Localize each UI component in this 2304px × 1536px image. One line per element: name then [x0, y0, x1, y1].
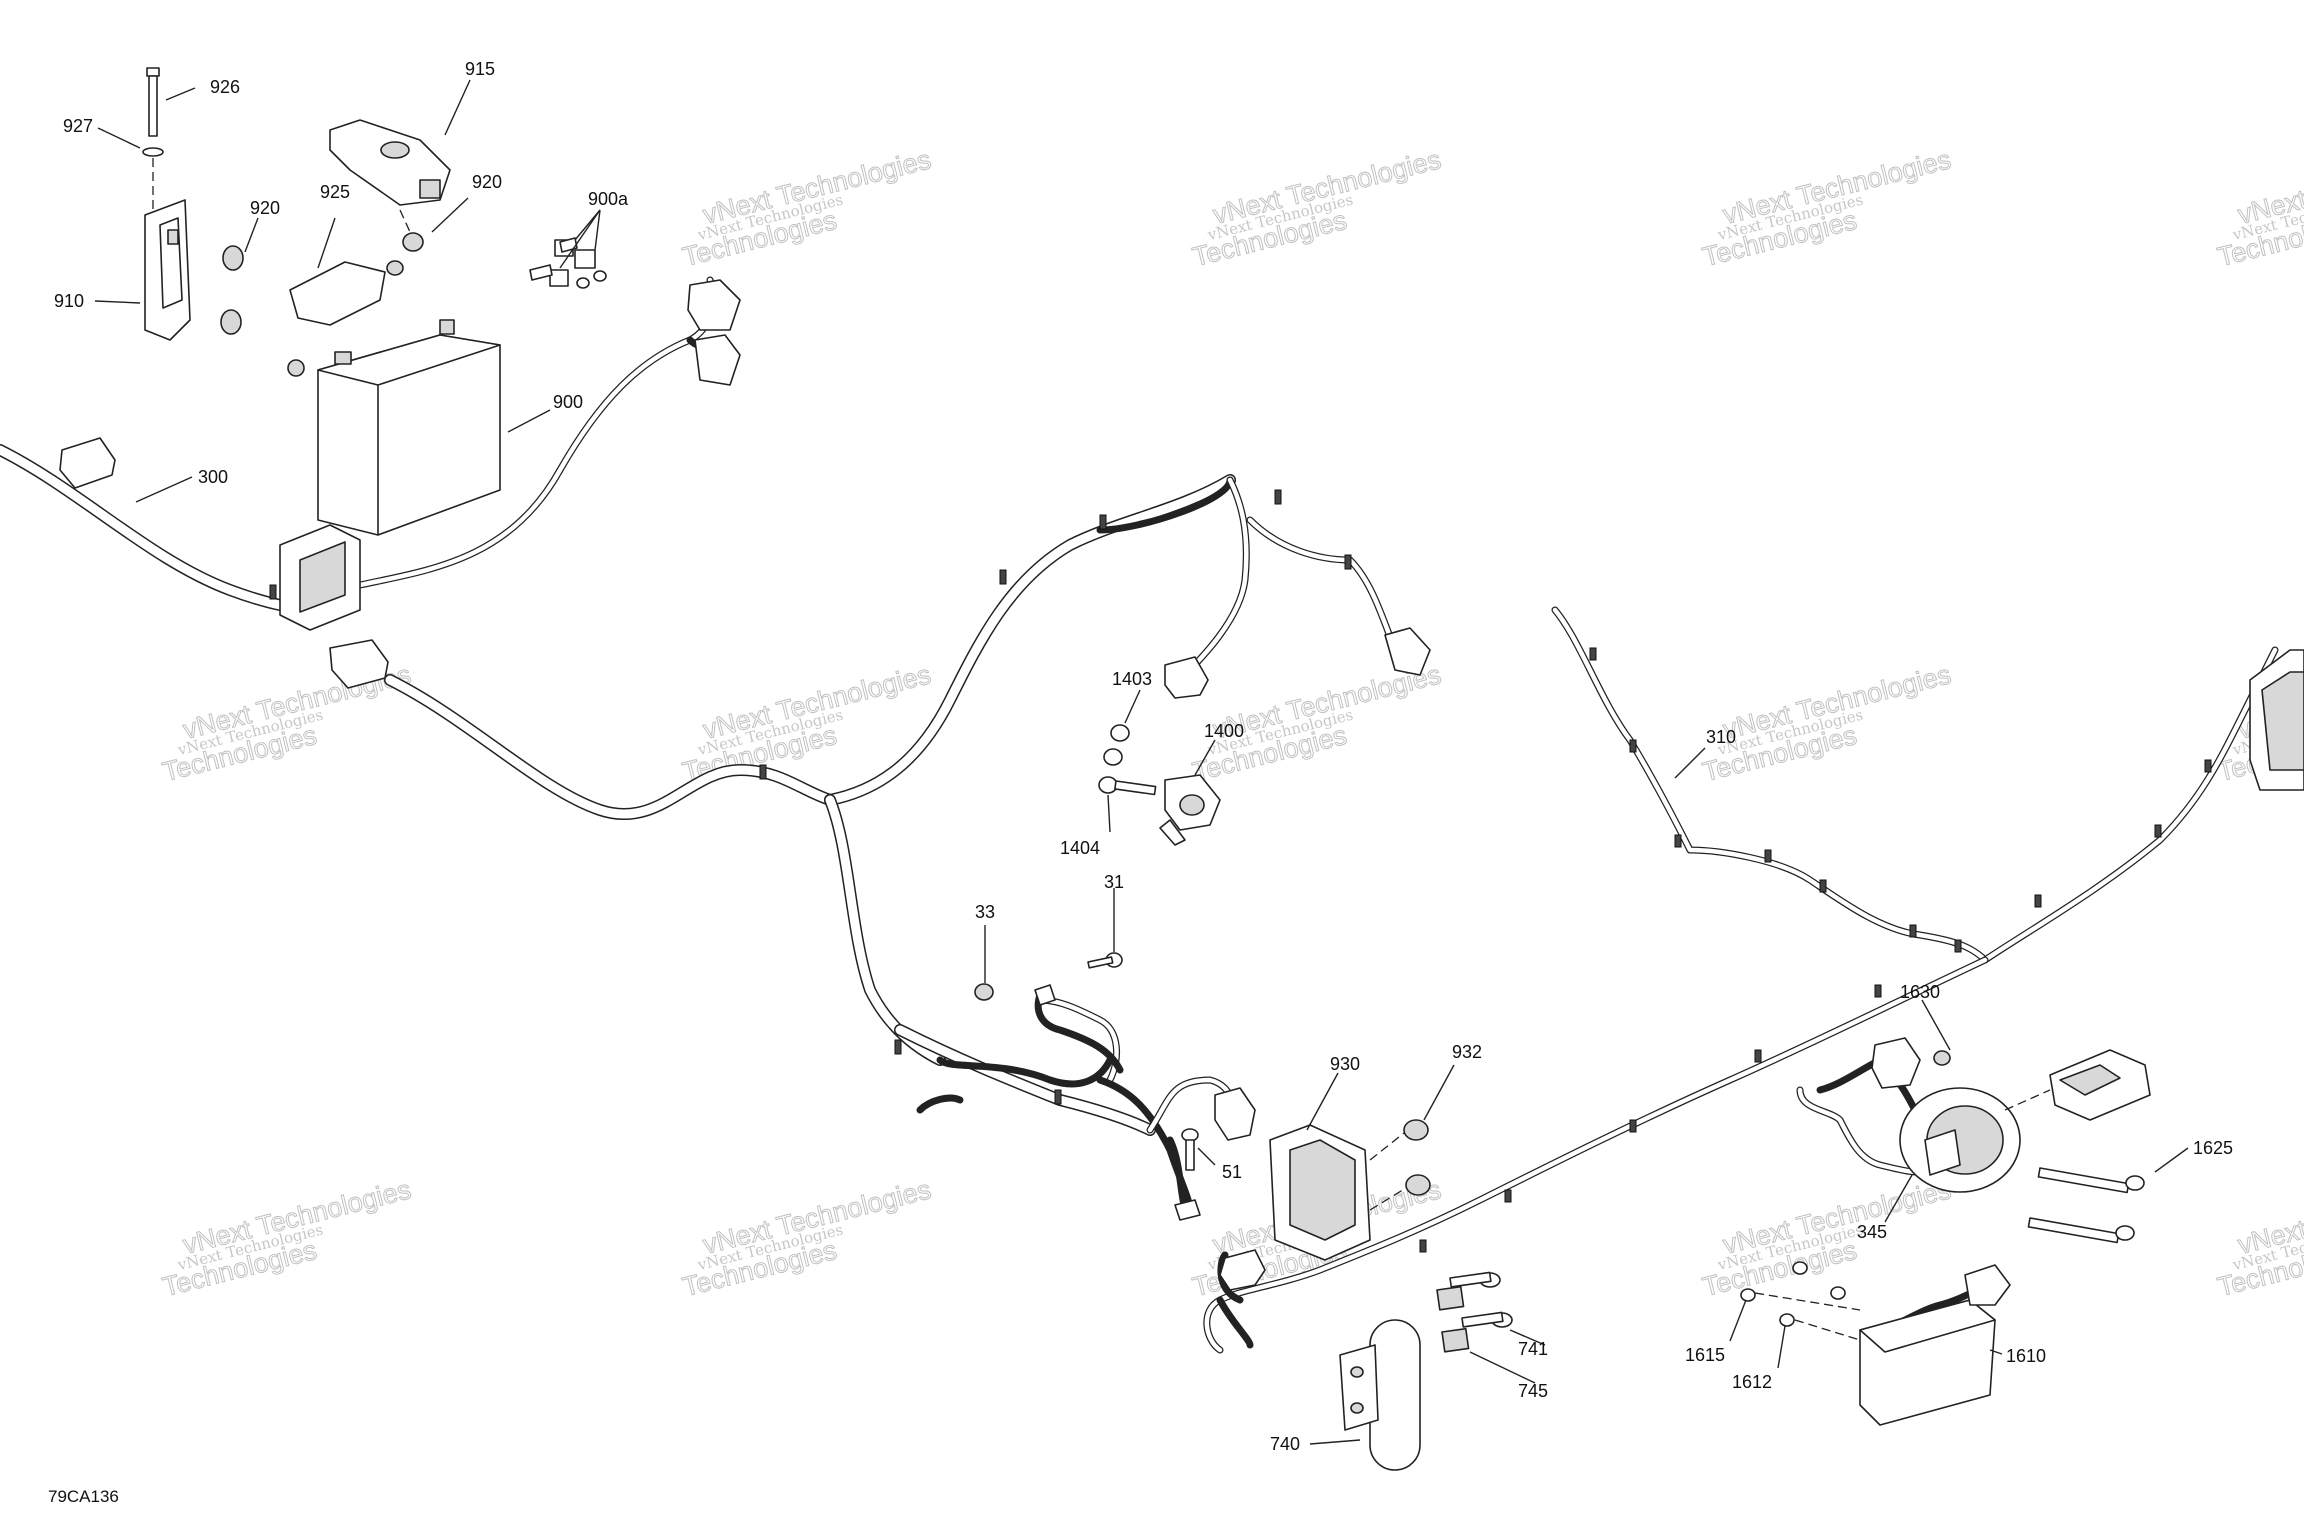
leader-lines	[94, 79, 2189, 1445]
connector-345	[1871, 1037, 1921, 1089]
light-740	[1339, 1319, 1421, 1471]
harness-310	[1203, 606, 2279, 1354]
callout-300: 300	[198, 467, 228, 487]
grommet-932	[1403, 1119, 1429, 1141]
callout-925: 925	[320, 182, 350, 202]
callout-927: 927	[63, 116, 93, 136]
nut-920	[402, 232, 424, 252]
callout-920-a: 920	[472, 172, 502, 192]
connector-300	[59, 437, 116, 489]
callout-900: 900	[553, 392, 583, 412]
callout-345: 345	[1857, 1222, 1887, 1242]
callout-1625: 1625	[2193, 1138, 2233, 1158]
callout-930: 930	[1330, 1054, 1360, 1074]
connector-trunk-left	[329, 639, 389, 689]
bracket-745	[1436, 1285, 1470, 1353]
ground-terminal	[1034, 984, 1056, 1006]
callout-31: 31	[1104, 872, 1124, 892]
callout-1610: 1610	[2006, 1346, 2046, 1366]
callout-920-b: 920	[250, 198, 280, 218]
bolt-741	[1449, 1271, 1513, 1328]
bolt-51	[1181, 1128, 1199, 1171]
module-1610-group	[1740, 1261, 2011, 1426]
callout-1404: 1404	[1060, 838, 1100, 858]
connector-930	[1214, 1087, 1256, 1141]
connector-battery-branch-a	[687, 279, 741, 331]
nut-33	[974, 983, 994, 1001]
horn-1630	[1899, 1087, 2021, 1193]
callout-926: 926	[210, 77, 240, 97]
bolt-31	[1087, 952, 1123, 969]
callout-740: 740	[1270, 1434, 1300, 1454]
horn-1630-group	[1871, 1037, 2151, 1244]
right-edge-component	[2249, 649, 2304, 791]
callout-labels: 926 927 915 920 920 925 900a 910 900 300…	[54, 59, 2233, 1454]
module-1610	[1859, 1299, 1996, 1426]
connector-branch-1400	[1164, 656, 1209, 699]
clamp-915	[329, 119, 451, 206]
grommet-1615	[1740, 1288, 1756, 1302]
fuse-box-connector	[279, 524, 361, 631]
callout-741: 741	[1518, 1339, 1548, 1359]
holder-910	[144, 199, 191, 341]
callout-33: 33	[975, 902, 995, 922]
nut-1403	[1110, 724, 1130, 742]
callout-310: 310	[1706, 727, 1736, 747]
figure-id: 79CA136	[48, 1487, 119, 1506]
cover-925	[289, 261, 386, 326]
connector-lower-a	[1219, 1249, 1266, 1291]
battery-900	[317, 319, 501, 536]
callout-1615: 1615	[1685, 1345, 1725, 1365]
cover-1630	[2049, 1049, 2151, 1121]
callout-51: 51	[1222, 1162, 1242, 1182]
callout-910: 910	[54, 291, 84, 311]
bolt-1404	[1098, 776, 1157, 796]
callout-932: 932	[1452, 1042, 1482, 1062]
light-740-group	[1219, 1249, 1513, 1471]
callout-1630: 1630	[1900, 982, 1940, 1002]
harness-clips	[269, 489, 2212, 1253]
connector-battery-branch-b	[694, 334, 741, 386]
connector-branch-right	[1384, 627, 1431, 676]
callout-1400: 1400	[1204, 721, 1244, 741]
washer-1612	[1779, 1313, 1795, 1327]
callout-1612: 1612	[1732, 1372, 1772, 1392]
module-930	[1269, 1124, 1371, 1261]
callout-915: 915	[465, 59, 495, 79]
bolt-926	[146, 67, 160, 137]
center-parts	[974, 627, 1431, 1261]
bolt-1625	[2027, 1167, 2145, 1244]
callout-900a: 900a	[588, 189, 629, 209]
connector-1610	[1964, 1264, 2011, 1306]
fasteners-900a	[529, 237, 607, 289]
nut-1630	[1933, 1050, 1951, 1066]
washer-927	[142, 147, 164, 157]
callout-745: 745	[1518, 1381, 1548, 1401]
battery-area-parts	[59, 67, 741, 689]
callout-1403: 1403	[1112, 669, 1152, 689]
grommet-920	[220, 245, 305, 377]
sensor-1400	[1159, 774, 1221, 846]
connector-lower-center	[1174, 1199, 1201, 1221]
